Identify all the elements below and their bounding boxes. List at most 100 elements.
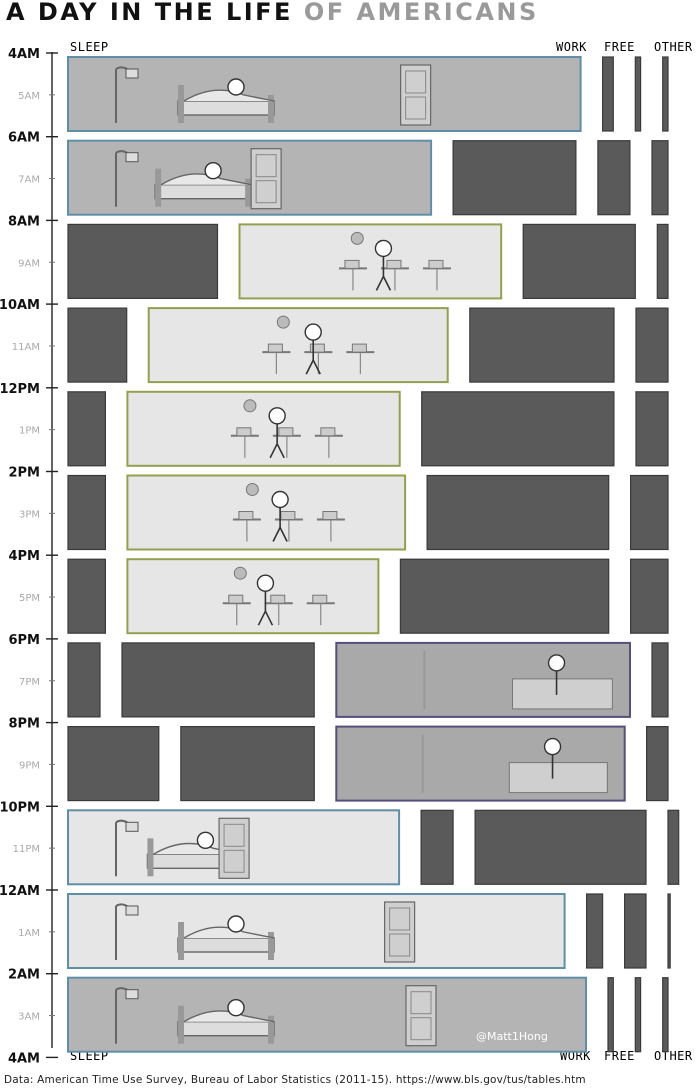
bar-free [623,893,647,969]
bar-work [126,558,380,635]
bar-work [147,307,449,384]
minor-tick-label: 11PM [13,844,40,855]
credit-text: @Matt1Hong [476,1030,548,1043]
major-tick-label: 4AM [8,1051,40,1066]
bar-other [635,307,669,383]
bar-free [634,56,642,132]
scene-work [262,315,375,375]
bar-free [426,474,610,551]
bar-other [651,642,669,718]
scene-sleep [115,148,282,210]
minor-tick-label: 9PM [19,760,40,771]
legend-free-bottom: FREE [604,1049,635,1063]
bar-sleep [67,642,101,718]
bar-work [585,893,604,969]
bar-work [180,725,315,802]
bar-work [601,56,614,132]
hour-row [67,56,669,132]
scene-sleep [115,901,416,963]
hour-row [67,139,669,216]
bar-work [238,223,503,300]
title-main: A DAY IN THE LIFE [6,0,293,26]
bar-sleep [67,56,582,132]
major-tick-label: 8AM [8,214,40,229]
bar-other [629,558,669,634]
major-tick-label: 2PM [8,466,40,481]
minor-tick-label: 1AM [18,928,40,939]
footnote: Data: American Time Use Survey, Bureau o… [4,1074,586,1086]
scene-sleep [115,64,432,126]
major-tick-label: 4PM [8,549,40,564]
major-tick-label: 2AM [8,968,40,983]
major-tick-label: 6AM [8,131,40,146]
bar-free [469,307,615,383]
bar-free [597,140,631,216]
minor-tick-label: 1PM [19,426,40,437]
bar-work [452,140,577,216]
bar-sleep [67,223,219,299]
bar-work [420,809,454,885]
major-tick-label: 6PM [8,633,40,648]
title-sub: OF AMERICANS [303,0,539,26]
hour-row [67,474,669,551]
minor-tick-label: 9AM [18,258,40,269]
hour-row [67,307,669,384]
hour-row [67,893,671,969]
scene-work [232,483,345,542]
scene-free [423,650,613,710]
legend-sleep-top: SLEEP [70,40,109,54]
chart-title: A DAY IN THE LIFE OF AMERICANS [6,0,539,26]
scene-work [338,231,451,291]
hour-row [67,223,669,300]
minor-tick-label: 5AM [18,91,40,102]
major-tick-label: 10PM [0,800,40,815]
major-tick-label: 4AM [8,47,40,62]
bar-other [635,391,669,467]
bar-work [126,390,401,467]
scene-sleep [115,817,250,879]
bar-free [634,977,642,1053]
bar-other [645,725,669,802]
major-tick-label: 12PM [0,382,40,397]
bar-free [474,809,647,885]
legend-free-top: FREE [604,40,635,54]
bar-free [399,558,610,634]
bar-free [522,223,636,299]
bar-other [662,56,669,132]
bar-sleep [67,976,587,1053]
hour-row [67,558,669,635]
major-tick-label: 8PM [8,717,40,732]
bar-other [667,893,671,969]
legend-other-bottom: OTHER [654,1049,693,1063]
bar-other [667,809,680,885]
hour-row [67,725,669,802]
scene-sleep [115,985,437,1047]
bar-other [656,223,669,299]
hour-row [67,976,669,1053]
legend-work-top: WORK [556,40,587,54]
bar-sleep [67,725,160,802]
scene-free [421,734,608,794]
minor-tick-label: 7AM [18,175,40,186]
bar-free [421,391,615,467]
bar-sleep [67,893,566,969]
bar-sleep [67,307,128,383]
legend-other-top: OTHER [654,40,693,54]
bar-sleep [67,391,107,467]
bar-work [607,977,614,1053]
minor-tick-label: 3PM [19,509,40,520]
bar-other [651,140,669,216]
bar-work [126,474,407,551]
major-tick-label: 12AM [0,884,40,899]
minor-tick-label: 11AM [12,342,40,353]
scene-work [222,566,335,626]
minor-tick-label: 3AM [18,1012,40,1023]
bar-work [121,642,315,718]
bar-sleep [67,558,107,634]
hour-row [67,809,680,886]
bar-sleep [67,474,107,551]
bar-other [629,474,669,551]
scene-work [230,399,343,459]
